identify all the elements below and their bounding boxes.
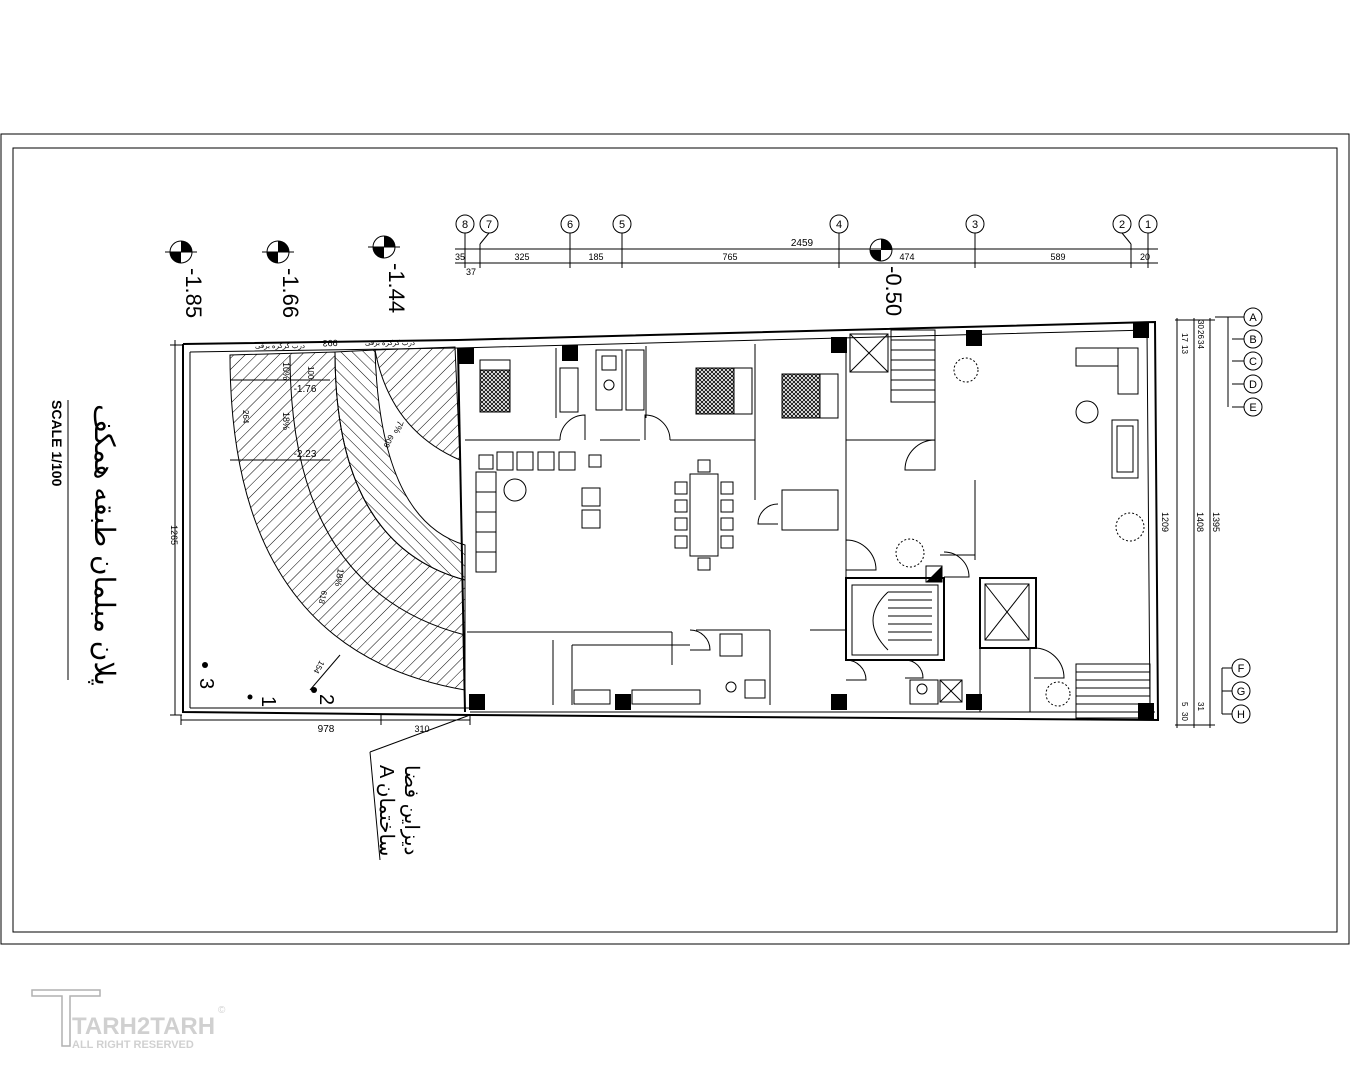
axis-bubble-label: 8 [462,219,468,231]
dim-text: 34 [1196,340,1205,349]
ramp-level: -2.23 [294,449,317,460]
axis-bubble-label: 6 [567,219,573,231]
dim-overall-right: 1209 [1160,512,1170,532]
dim-text: 310 [414,724,429,734]
stair-top [849,329,936,403]
ramp-slope: 18% [333,568,346,587]
level-marker-4: -0.50 [869,238,906,316]
dim-overall-top: 2459 [791,238,814,249]
level-value: -1.66 [278,268,303,318]
ramp-dim: 618 [316,589,328,605]
watermark-brand: TARH2TARH [72,1013,215,1040]
sheet-inner-border [12,147,1338,933]
section-callout: دیزاین فضا A ساختمان [369,714,471,861]
axis-bubble-label: 4 [836,219,842,231]
axis-bubble-label: 1 [1145,219,1151,231]
ramp-dim: 154 [311,659,326,676]
dim-text: 30 [1196,320,1205,329]
dim-text: 474 [899,252,914,262]
section-label: A ساختمان [375,765,397,856]
sheet-outer-border [0,133,1350,945]
ramp-slope: 7% [392,419,406,435]
dim-text: 325 [514,252,529,262]
level-value: -1.44 [384,263,409,313]
level-marker-1: -1.85 [165,240,206,318]
top-axis-grid: 8 7 6 5 4 3 2 1 2459 35 37 325 185 765 4… [455,214,1158,277]
level-marker-2: -1.66 [262,240,303,318]
ramp-slope: 18% [281,412,291,430]
dim-text: 30 [1180,712,1189,721]
watermark-reg: © [218,1005,226,1016]
ramp-level: -1.76 [294,384,317,395]
dim-text: 20 [1140,252,1150,262]
ramp-area: 993 درب کرکره برقی درب کرکره برقی -1.76 … [229,338,466,691]
level-value: -1.85 [181,268,206,318]
dim-text: 5 [1180,702,1189,707]
axis-bubble-label: 5 [619,219,625,231]
axis-bubble-label: G [1237,686,1246,698]
level-value: -0.50 [881,266,906,316]
axis-bubble-label: H [1237,709,1245,721]
dim-overall-right: 1395 [1211,512,1221,532]
survey-points: 1 2 3 [195,662,337,707]
dim-text: 35 [455,252,465,262]
axis-bubble-label: D [1249,379,1257,391]
axis-bubble-label: A [1249,312,1257,324]
right-lounge [1075,347,1139,479]
dim-text: 978 [318,724,335,735]
ramp-dim: 993 [322,338,337,349]
dim-text: 17 [1180,333,1189,342]
living-furniture [475,451,602,573]
dim-text: 37 [466,267,476,277]
dim-overall-left: 1265 [169,525,179,545]
kitchen [573,489,963,705]
ramp-door-label: درب کرکره برقی [255,342,305,350]
dim-text: 31 [1196,702,1205,711]
scale-label: SCALE 1/100 [49,400,65,487]
plants [895,357,1145,707]
dim-text: 26 [1196,330,1205,339]
watermark-logo: TARH2TARH ALL RIGHT RESERVED © [31,989,226,1051]
bottom-dimension: 978 310 [180,715,471,735]
title-block: پلان مبلمان طبقه همکف [88,404,120,686]
dim-text: 185 [588,252,603,262]
left-dimension: 1265 [169,340,182,716]
right-axis-grid: A B C D E F G H 30 26 34 17 13 1408 [1160,307,1263,728]
axis-bubble-label: 2 [1119,219,1125,231]
point-label: 1 [257,696,279,707]
dining-table [674,459,734,571]
level-marker-3: -1.44 [368,235,409,313]
dim-text: 765 [722,252,737,262]
point-label: 2 [315,694,337,705]
axis-bubble-label: 7 [486,219,492,231]
axis-bubble-label: E [1249,402,1256,414]
point-label: 3 [195,678,217,689]
axis-bubble-label: 3 [972,219,978,231]
dim-overall-right: 1408 [1195,512,1205,532]
stair-middle [851,583,1030,656]
ramp-slope: 10% [281,362,291,380]
structural-columns [458,322,1154,719]
dim-text: 13 [1180,345,1189,354]
bathroom-top [559,349,671,441]
stair-bottom-right [1075,663,1151,719]
axis-bubble-label: C [1249,356,1257,368]
doors [689,439,1065,681]
dim-text: 589 [1050,252,1065,262]
ramp-dim: 264 [241,410,250,424]
section-label: دیزاین فضا [400,765,422,855]
watermark-sub: ALL RIGHT RESERVED [72,1039,194,1051]
building-outline [182,320,1160,722]
axis-bubble-label: F [1238,663,1245,675]
axis-bubble-label: B [1249,334,1256,346]
ramp-dim: 100 [306,366,315,380]
plan-title: پلان مبلمان طبقه همکف [88,404,120,686]
beds [479,359,839,419]
ramp-door-label: درب کرکره برقی [365,339,415,347]
